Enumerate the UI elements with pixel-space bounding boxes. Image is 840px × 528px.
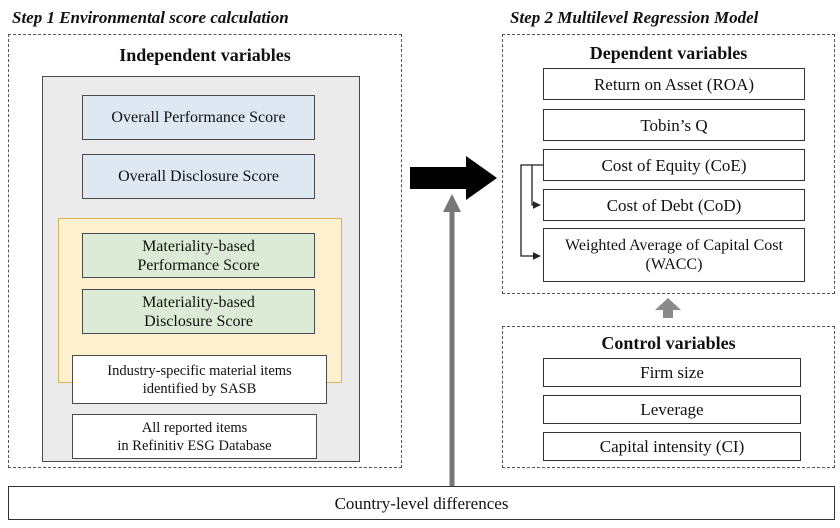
overall-disclosure-score-box: Overall Disclosure Score (82, 154, 315, 199)
country-up-arrowhead (443, 194, 461, 212)
dependent-roa-box: Return on Asset (ROA) (543, 68, 805, 100)
control-capital-intensity-box: Capital intensity (CI) (543, 432, 801, 461)
control-firm-size-label: Firm size (640, 363, 704, 382)
sasb-line2: identified by SASB (142, 380, 257, 397)
sasb-line1: Industry-specific material items (107, 362, 292, 379)
coe-to-wacc-connector (520, 164, 541, 260)
control-leverage-label: Leverage (640, 400, 704, 419)
overall-disclosure-score-label: Overall Disclosure Score (118, 168, 279, 185)
sasb-items-box: Industry-specific material items identif… (72, 355, 327, 404)
big-right-arrow (410, 156, 497, 200)
coe-to-cod-connector (531, 164, 543, 209)
country-level-box: Country-level differences (8, 486, 835, 520)
overall-performance-score-box: Overall Performance Score (82, 95, 315, 140)
control-variables-title: Control variables (601, 333, 736, 353)
control-firm-size-box: Firm size (543, 358, 801, 387)
dependent-wacc-box: Weighted Average of Capital Cost (WACC) (543, 228, 805, 282)
materiality-disclosure-score-box: Materiality-based Disclosure Score (82, 289, 315, 334)
refinitiv-line2: in Refinitiv ESG Database (117, 437, 272, 454)
materiality-performance-line1: Materiality-based (142, 237, 255, 255)
dependent-cod-box: Cost of Debt (CoD) (543, 189, 805, 221)
wacc-line2: (WACC) (645, 256, 703, 273)
dependent-tobins-q-box: Tobin’s Q (543, 109, 805, 141)
wacc-line1: Weighted Average of Capital Cost (565, 237, 783, 254)
dependent-cod-label: Cost of Debt (CoD) (606, 195, 742, 215)
materiality-performance-score-box: Materiality-based Performance Score (82, 233, 315, 278)
control-up-arrow (655, 298, 681, 318)
dependent-roa-label: Return on Asset (ROA) (593, 74, 755, 94)
country-level-label: Country-level differences (334, 493, 509, 513)
materiality-performance-line2: Performance Score (137, 256, 260, 274)
refinitiv-items-box: All reported items in Refinitiv ESG Data… (72, 414, 317, 459)
materiality-disclosure-line1: Materiality-based (142, 293, 255, 311)
step1-frame (8, 34, 402, 468)
materiality-disclosure-line2: Disclosure Score (144, 312, 253, 330)
control-capital-intensity-label: Capital intensity (CI) (599, 437, 745, 456)
independent-variables-title: Independent variables (119, 45, 291, 65)
dependent-coe-label: Cost of Equity (CoE) (601, 155, 747, 175)
control-frame (502, 326, 835, 468)
dependent-tobins-q-label: Tobin’s Q (640, 115, 708, 135)
dependent-variables-title: Dependent variables (589, 43, 748, 63)
overall-performance-score-label: Overall Performance Score (111, 109, 286, 126)
step1-title: Step 1 Environmental score calculation (12, 8, 289, 27)
refinitiv-line1: All reported items (141, 419, 248, 436)
step2-title: Step 2 Multilevel Regression Model (510, 8, 759, 27)
step2-frame (502, 34, 835, 294)
control-leverage-box: Leverage (543, 395, 801, 424)
dependent-coe-box: Cost of Equity (CoE) (543, 149, 805, 181)
